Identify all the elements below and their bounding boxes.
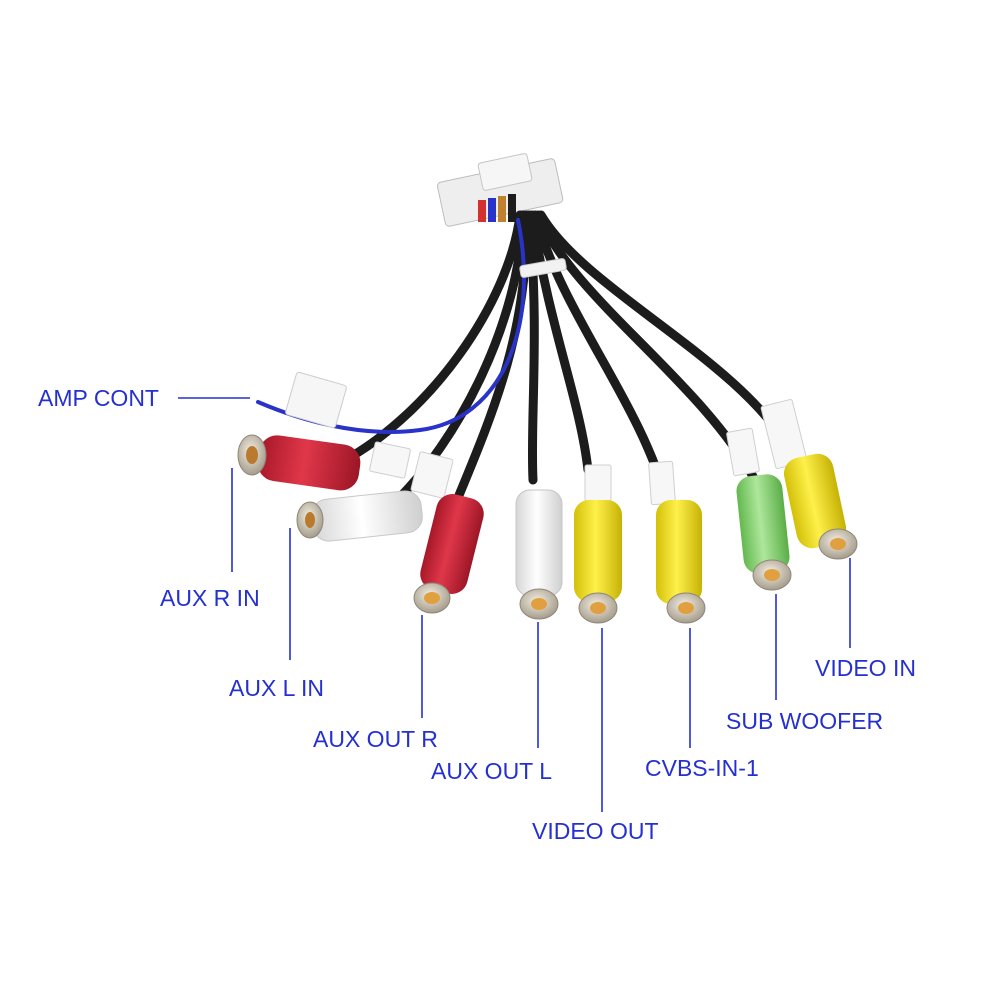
- plug-aux-r-in: [237, 434, 361, 491]
- plug-video-in: [783, 453, 858, 560]
- cable-tie: [519, 258, 567, 278]
- cable-tags: [369, 399, 808, 506]
- label-video-out: VIDEO OUT: [532, 818, 659, 844]
- amp-wire: [256, 218, 526, 434]
- plug-video-out: [574, 500, 622, 624]
- plug-aux-out-r: [413, 494, 484, 614]
- plug-aux-out-l: [515, 489, 563, 620]
- label-aux-r-in: AUX R IN: [160, 585, 260, 611]
- label-aux-l-in: AUX L IN: [229, 675, 325, 701]
- plug-aux-l-in: [296, 490, 423, 542]
- leader-lines: [178, 397, 851, 812]
- label-aux-out-r: AUX OUT R: [313, 726, 438, 752]
- label-sub-woofer: SUB WOOFER: [726, 708, 884, 734]
- main-connector: [436, 153, 564, 227]
- label-cvbs-in-1: CVBS-IN-1: [645, 755, 759, 781]
- label-aux-out-l: AUX OUT L: [431, 758, 552, 784]
- plug-cvbs-in-1: [656, 500, 706, 624]
- label-amp-cont: AMP CONT: [38, 385, 159, 411]
- plug-sub-woofer: [736, 474, 792, 591]
- label-video-in: VIDEO IN: [815, 655, 916, 681]
